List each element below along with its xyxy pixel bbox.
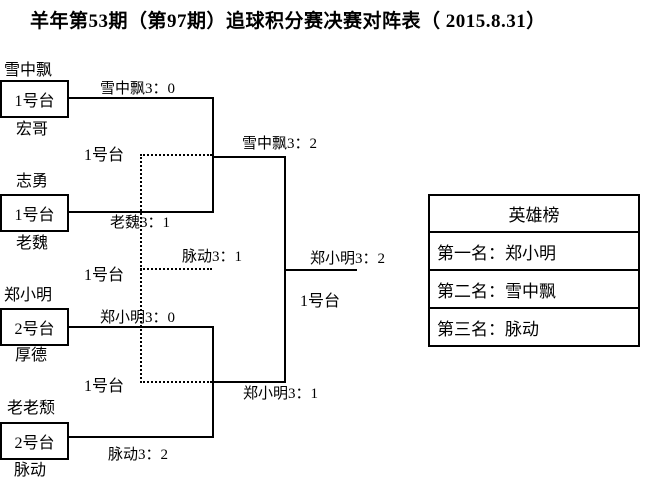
bracket-line-final	[284, 269, 357, 271]
match-result: 脉动3：2	[108, 447, 169, 463]
table-label-semifinal1: 1号台	[84, 147, 125, 164]
leaderboard-title: 英雄榜	[508, 206, 560, 225]
bracket-line-semifinal2	[212, 381, 286, 383]
thirdplace-line-winner	[140, 268, 212, 270]
bracket-line-semifinal1	[212, 156, 286, 158]
match-box-4: 2号台	[0, 422, 69, 460]
table-label: 1号台	[14, 207, 55, 224]
leaderboard-row-2: 第二名：雪中飘	[430, 269, 638, 307]
thirdplace-line-top	[140, 154, 212, 156]
player-name-bottom: 宏哥	[16, 121, 49, 138]
semifinal2-result: 郑小明3：1	[243, 386, 319, 402]
table-label-semifinal2: 1号台	[84, 378, 125, 395]
leaderboard: 英雄榜 第一名：郑小明 第二名：雪中飘 第三名：脉动	[428, 194, 640, 347]
table-label: 1号台	[14, 93, 55, 110]
match-result: 雪中飘3：0	[100, 81, 176, 97]
match-box-2: 1号台	[0, 194, 69, 232]
semifinal1-result: 雪中飘3：2	[242, 136, 318, 152]
bracket-line-match4	[67, 436, 214, 438]
final-result: 郑小明3：2	[310, 251, 386, 267]
player-name-top: 郑小明	[4, 287, 53, 304]
bracket-line-match1	[67, 97, 214, 99]
player-name-top: 雪中飘	[4, 62, 53, 79]
bracket-join-top	[212, 97, 214, 213]
player-name-top: 志勇	[16, 173, 49, 190]
thirdplace-result: 脉动3：1	[182, 249, 243, 265]
player-name-bottom: 脉动	[14, 462, 47, 479]
player-name-top: 老老颓	[7, 400, 56, 417]
match-box-1: 1号台	[0, 80, 69, 118]
leaderboard-row-1: 第一名：郑小明	[430, 231, 638, 269]
table-label-final: 1号台	[300, 293, 341, 310]
match-result: 郑小明3：0	[100, 310, 176, 326]
table-label: 2号台	[14, 435, 55, 452]
player-name-bottom: 厚德	[15, 347, 48, 364]
leaderboard-row-3: 第三名：脉动	[430, 307, 638, 345]
table-label: 2号台	[14, 321, 55, 338]
match-box-3: 2号台	[0, 308, 69, 346]
thirdplace-line-bottom	[140, 381, 212, 383]
page-title: 羊年第53期（第97期）追球积分赛决赛对阵表（ 2015.8.31）	[30, 11, 546, 32]
table-label-thirdplace: 1号台	[84, 267, 125, 284]
player-name-bottom: 老魏	[16, 235, 49, 252]
